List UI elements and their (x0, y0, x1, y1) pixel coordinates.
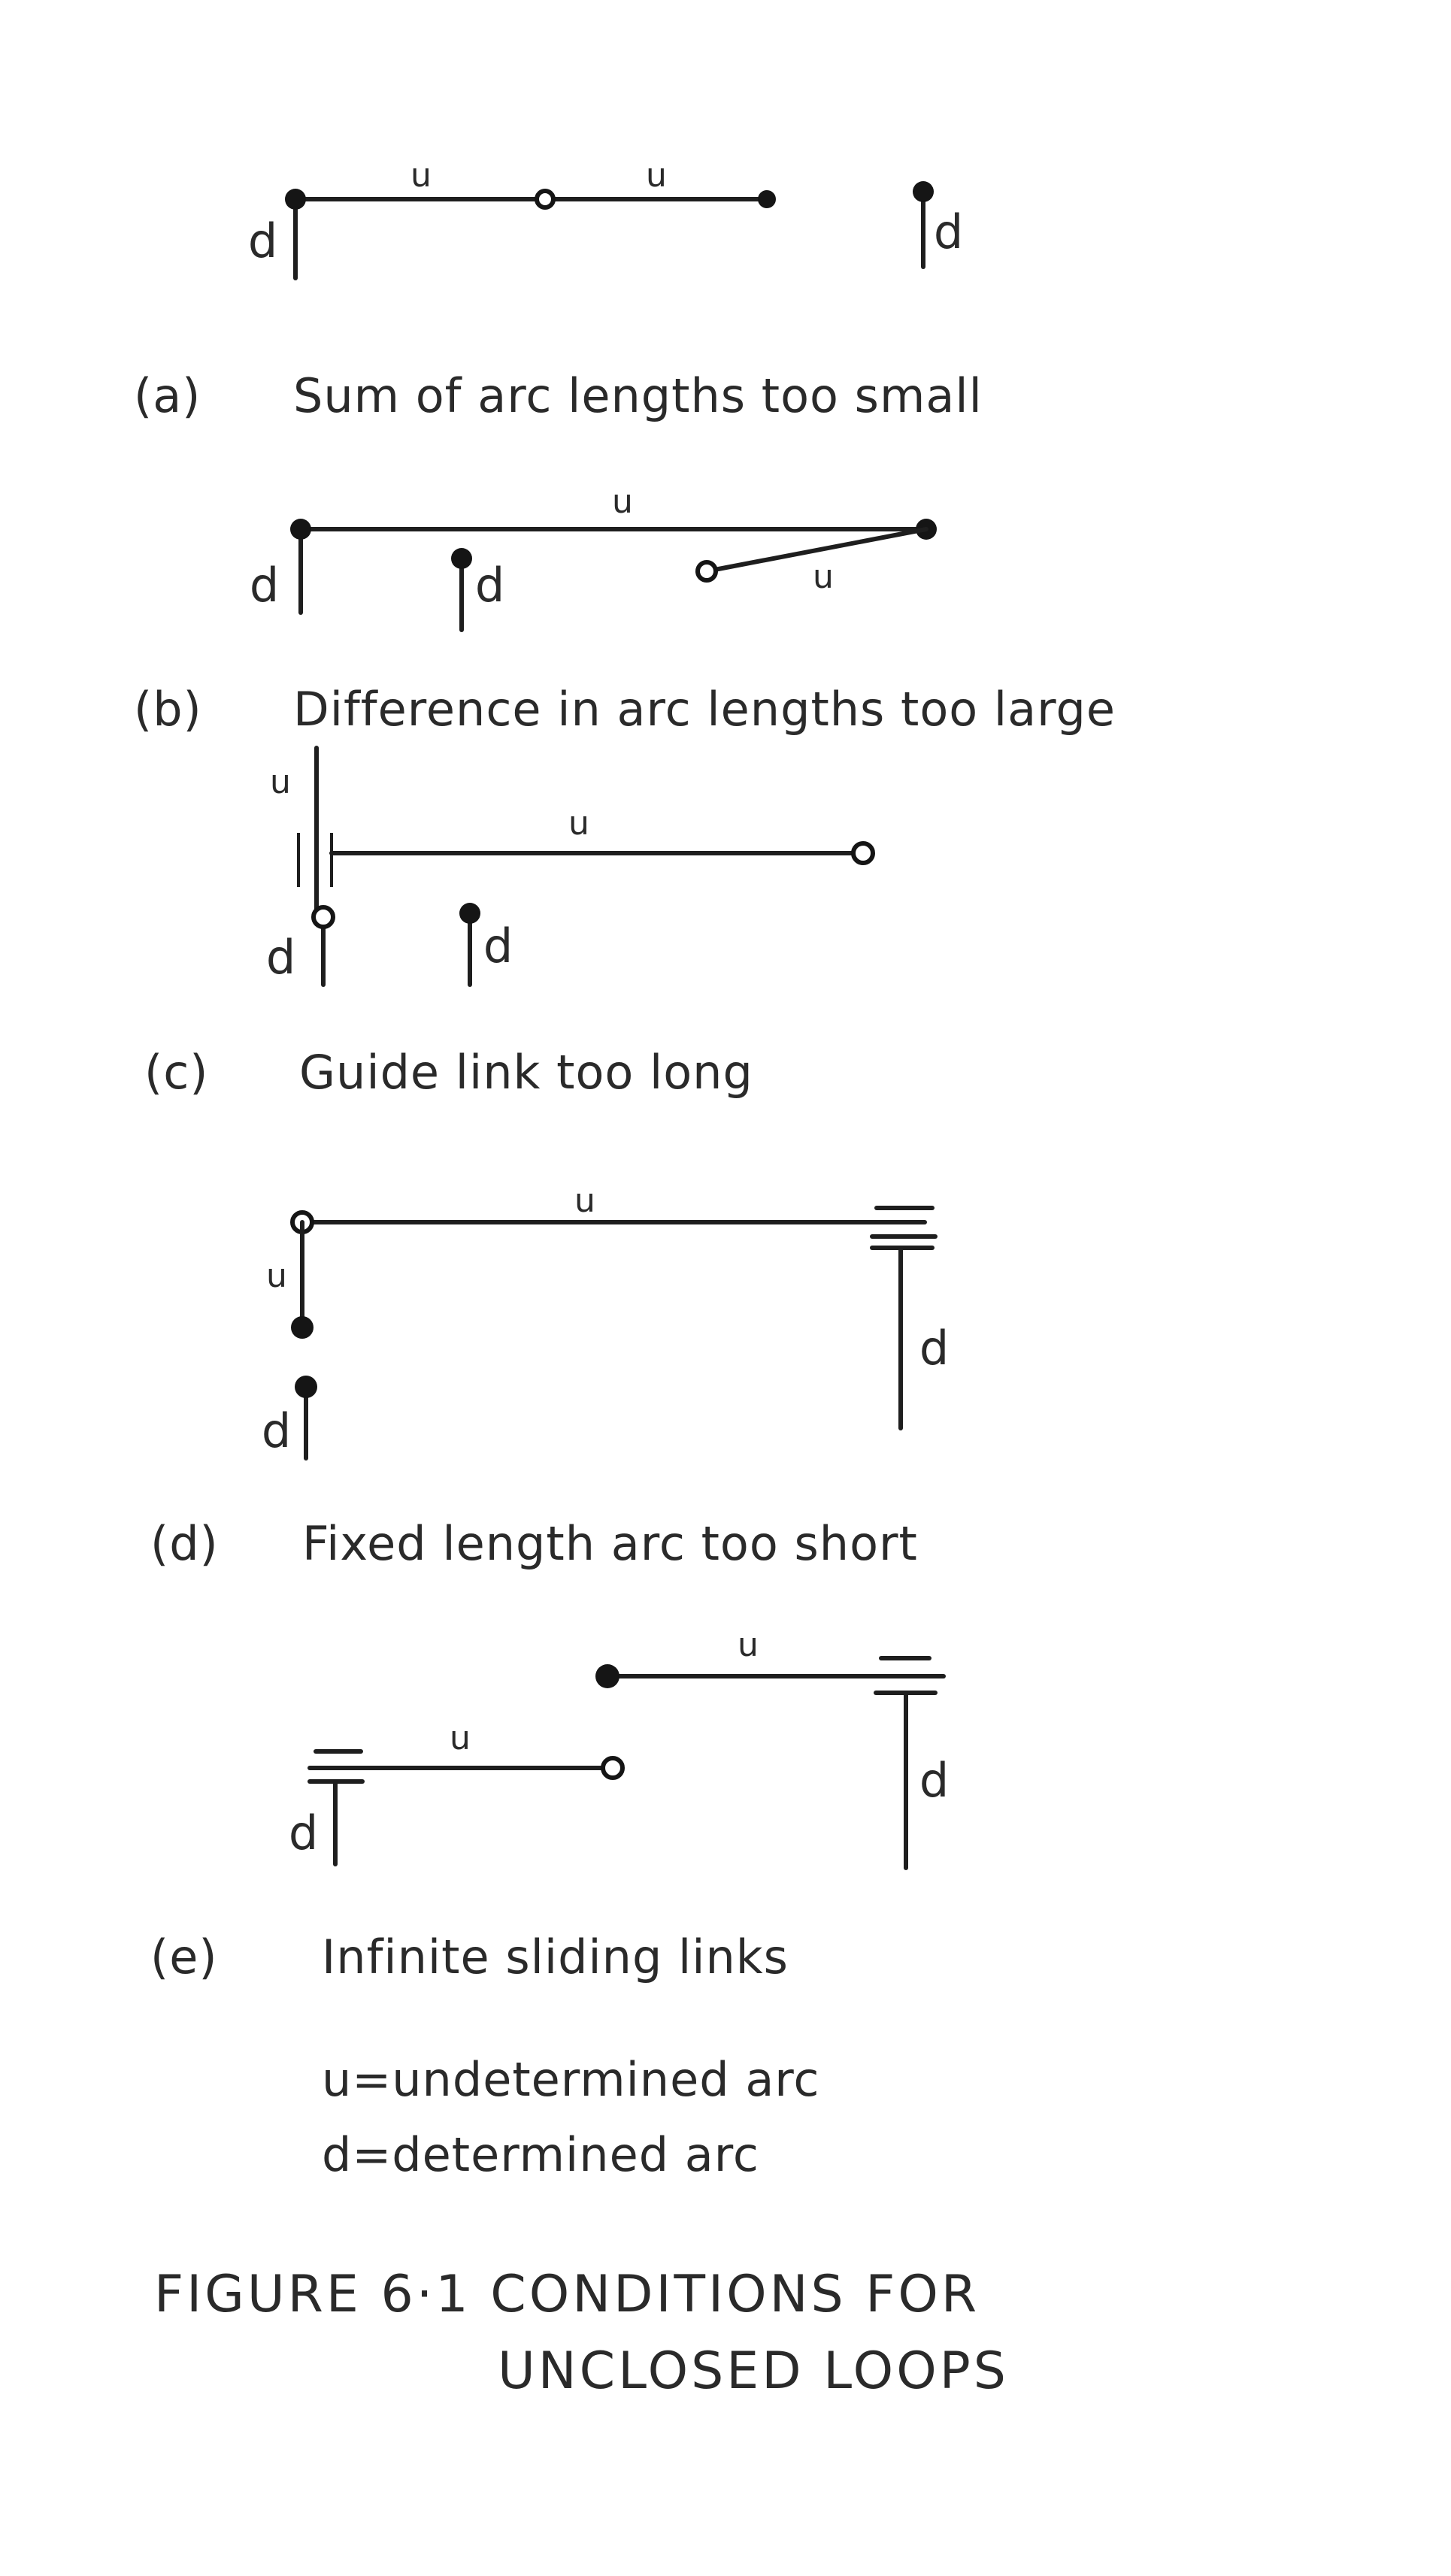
joint-filled (285, 189, 306, 210)
joint-filled (290, 519, 311, 540)
panel-b-tag: (b) (134, 682, 202, 737)
panel-d-diagram: u u d d (262, 1182, 950, 1461)
panel-e-diagram: u u d d (289, 1626, 950, 1870)
arc-label-u: u (568, 804, 589, 843)
joint-filled (913, 181, 934, 202)
panel-d-tag: (d) (150, 1516, 219, 1571)
panel-c-diagram: u u d d (266, 746, 875, 987)
panel-b-caption: Difference in arc lengths too large (293, 682, 1116, 737)
figure-caption-line2: UNCLOSED LOOPS (498, 2341, 1009, 2401)
joint-open (851, 841, 875, 865)
legend-u: u=undetermined arc (322, 2052, 820, 2107)
arc-label-u: u (270, 763, 291, 801)
arc-label-u: u (410, 156, 432, 195)
arc-label-d: d (250, 558, 280, 613)
joint-filled (459, 903, 480, 924)
arc-label-d: d (266, 930, 296, 985)
panel-a-caption: Sum of arc lengths too small (293, 368, 983, 423)
panel-c-caption: Guide link too long (299, 1045, 753, 1100)
figure-caption-line1: FIGURE 6·1 CONDITIONS FOR (154, 2265, 980, 2324)
joint-open (601, 1756, 625, 1780)
arc-label-d: d (475, 558, 505, 613)
arc-label-d: d (919, 1321, 950, 1376)
panel-a-tag: (a) (134, 368, 201, 423)
arc-label-d: d (248, 213, 278, 268)
joint-filled (291, 1316, 314, 1339)
arc-label-u: u (813, 558, 834, 596)
arc-label-d: d (934, 204, 964, 259)
arc-label-u: u (266, 1257, 287, 1295)
panel-e-caption: Infinite sliding links (322, 1930, 789, 1984)
joint-filled (295, 1376, 317, 1398)
arc-label-u: u (574, 1182, 595, 1220)
arc-label-u: u (612, 483, 633, 521)
legend-d: d=determined arc (322, 2127, 759, 2182)
joint-filled (595, 1664, 619, 1688)
panel-b-diagram: u u d d (250, 483, 937, 632)
joint-open (695, 560, 718, 583)
arc-label-u: u (450, 1719, 471, 1757)
joint-filled (451, 548, 472, 569)
arc-label-d: d (262, 1403, 292, 1458)
arc-label-u: u (646, 156, 667, 195)
arc-label-d: d (483, 919, 513, 973)
arc-label-u: u (738, 1626, 759, 1664)
panel-c-tag: (c) (144, 1045, 208, 1100)
joint-open (311, 905, 335, 929)
panel-a-diagram: u u d d (248, 156, 964, 280)
arc-label-d: d (289, 1806, 319, 1860)
arc-label-d: d (919, 1753, 950, 1808)
joint-filled (758, 190, 776, 208)
arc-line (704, 527, 928, 574)
panel-d-caption: Fixed length arc too short (302, 1516, 918, 1571)
panel-e-tag: (e) (150, 1930, 218, 1984)
joint-open (535, 189, 556, 210)
